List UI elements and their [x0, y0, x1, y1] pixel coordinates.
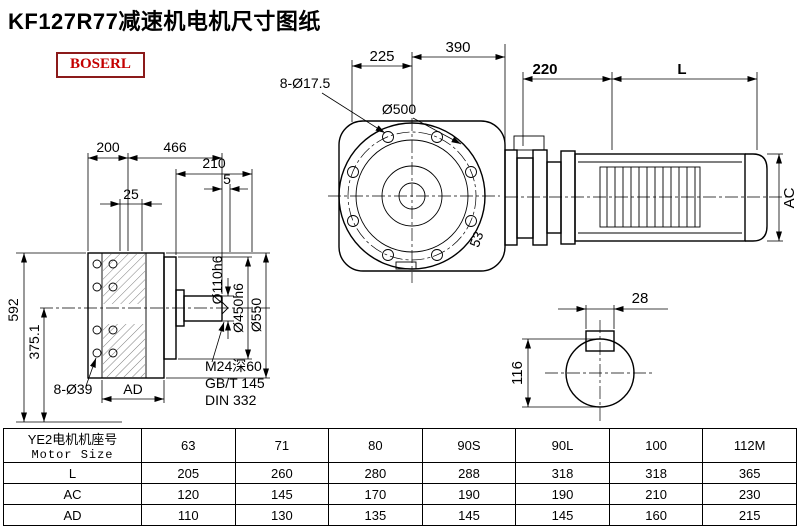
table-col-71: 71 [234, 428, 330, 463]
table-row-AC: AC 120 145 170 190 190 210 230 [3, 483, 797, 505]
dim-210-label: 210 [202, 155, 226, 171]
motor-size-table: YE2电机机座号 Motor Size 63 71 80 90S 90L 100… [3, 428, 797, 526]
table-header-row: YE2电机机座号 Motor Size 63 71 80 90S 90L 100… [3, 428, 797, 463]
leader-d500: Ø500 [382, 101, 462, 145]
table-cell: 215 [702, 504, 797, 526]
dim-116-label: 116 [509, 361, 526, 385]
table-cell: 318 [515, 462, 610, 484]
dim-8xd17-label: 8-Ø17.5 [280, 75, 331, 91]
technical-drawing: 225 390 220 L 8-Ø17.5 Ø500 53 AC [5, 39, 798, 424]
table-cell: 135 [328, 504, 423, 526]
dim-225-390: 225 390 [351, 39, 506, 147]
front-view [328, 118, 506, 283]
dim-200-label: 200 [96, 139, 120, 155]
table-cell: 288 [421, 462, 517, 484]
table-cell: 230 [702, 483, 797, 505]
table-col-112m: 112M [702, 428, 797, 463]
page-title: KF127R77减速机电机尺寸图纸 [8, 9, 321, 34]
dim-225-label: 225 [369, 48, 394, 65]
row-label-L: L [3, 462, 142, 484]
dim-AD: AD [101, 380, 165, 403]
table-cell: 210 [608, 483, 704, 505]
table-cell: 145 [234, 483, 330, 505]
table-col-100: 100 [608, 428, 704, 463]
table-cell: 205 [141, 462, 236, 484]
table-cell: 145 [515, 504, 610, 526]
motor-size-label-cn: YE2电机机座号 [27, 432, 118, 447]
table-cell: 190 [515, 483, 610, 505]
dim-AD-label: AD [123, 381, 142, 397]
shaft-section-view: 28 116 [509, 290, 668, 424]
dim-25-label: 25 [123, 186, 139, 202]
table-cell: 280 [328, 462, 423, 484]
table-col-90l: 90L [515, 428, 610, 463]
table-header-motor-size: YE2电机机座号 Motor Size [3, 428, 142, 463]
dim-375-label: 375.1 [26, 324, 42, 359]
dim-200-466: 200 466 [87, 139, 223, 294]
dim-500-label: Ø500 [382, 101, 416, 117]
row-label-AD: AD [3, 504, 142, 526]
table-cell: 318 [608, 462, 704, 484]
dim-AC: AC [767, 153, 798, 242]
table-cell: 160 [608, 504, 704, 526]
dim-25: 25 [100, 186, 162, 251]
dim-592-label: 592 [5, 298, 21, 322]
dim-5: 5 [204, 171, 248, 252]
adapter-lug [513, 135, 545, 151]
table-col-63: 63 [141, 428, 236, 463]
table-cell: 170 [328, 483, 423, 505]
table-cell: 365 [702, 462, 797, 484]
dim-110-label: Ø110h6 [209, 255, 225, 304]
leader-front-holes: 8-Ø17.5 [280, 75, 386, 134]
table-row-L: L 205 260 280 288 318 318 365 [3, 462, 797, 484]
note-gbt-label: GB/T 145 [205, 375, 265, 391]
side-bolt-holes [92, 259, 118, 358]
dim-592-375: 592 375.1 [5, 252, 122, 423]
oil-plug [395, 261, 417, 270]
brand-logo-box: BOSERL [56, 52, 145, 78]
dim-210: 210 [175, 155, 253, 255]
note-m24-label: M24深60 [205, 358, 262, 374]
dim-shaft-diameters: Ø110h6 Ø450h6 Ø550 [166, 252, 270, 379]
table-col-80: 80 [328, 428, 423, 463]
dim-28: 28 [558, 290, 668, 329]
table-row-AD: AD 110 130 135 145 145 160 215 [3, 504, 797, 526]
table-cell: 190 [421, 483, 517, 505]
dim-390-label: 390 [445, 39, 470, 56]
brand-text: BOSERL [70, 56, 131, 72]
dim-AC-label: AC [781, 187, 798, 208]
dim-L-label: L [677, 61, 686, 78]
front-bolt-holes [347, 131, 477, 261]
leader-side-holes: 8-Ø39 [54, 357, 97, 397]
table-cell: 260 [234, 462, 330, 484]
table-col-90s: 90S [421, 428, 517, 463]
table-cell: 130 [234, 504, 330, 526]
dim-466-label: 466 [163, 139, 187, 155]
side-view [40, 252, 270, 379]
dim-28-label: 28 [632, 290, 649, 307]
table-cell: 120 [141, 483, 236, 505]
table-cell: 110 [141, 504, 236, 526]
motor-side-view [504, 135, 790, 246]
dim-220-L: 220 L [522, 61, 758, 150]
dim-450-label: Ø450h6 [230, 283, 246, 333]
dim-220-label: 220 [532, 61, 557, 78]
dim-53-label: 53 [466, 229, 486, 249]
dim-5-label: 5 [223, 171, 231, 187]
shaft-thread-notes: M24深60 GB/T 145 DIN 332 [205, 321, 265, 408]
motor-size-label-en: Motor Size [31, 448, 114, 462]
dim-8xd39-label: 8-Ø39 [54, 381, 93, 397]
row-label-AC: AC [3, 483, 142, 505]
dim-550-label: Ø550 [248, 298, 264, 332]
dim-116: 116 [509, 338, 597, 408]
table-cell: 145 [421, 504, 517, 526]
note-din-label: DIN 332 [205, 392, 257, 408]
